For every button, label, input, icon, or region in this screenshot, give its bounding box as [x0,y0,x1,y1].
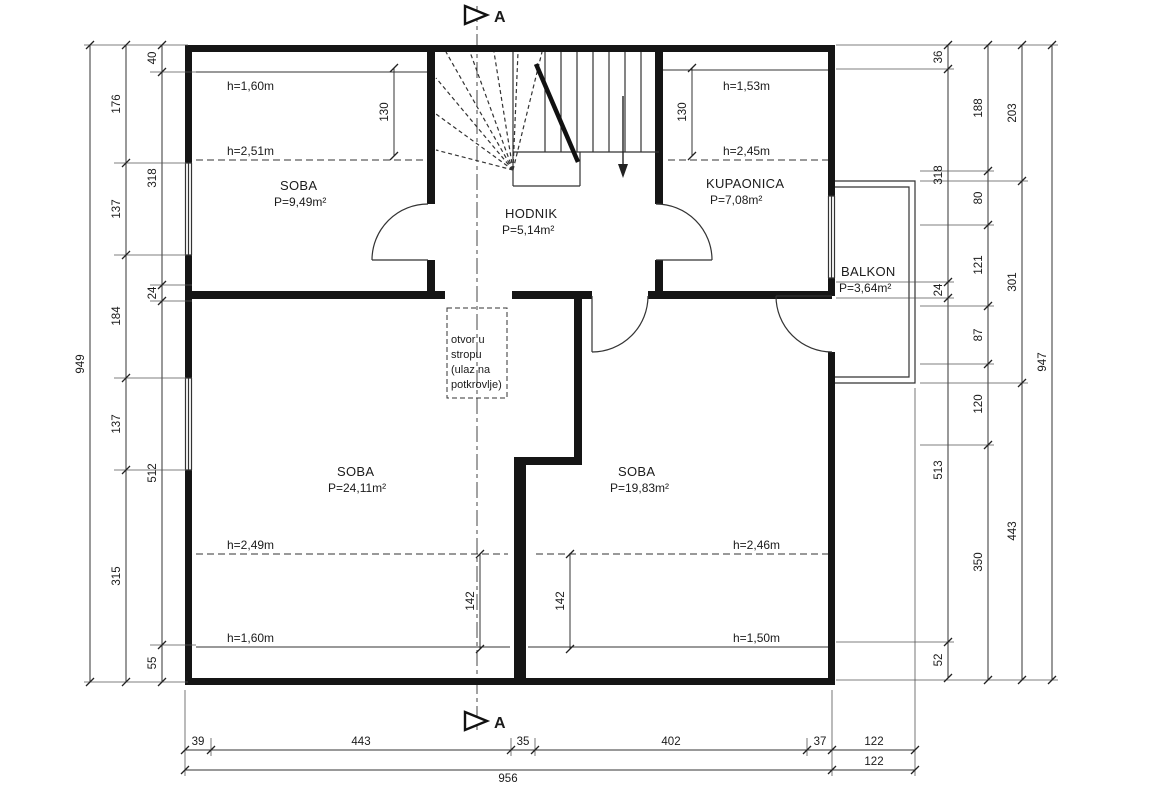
dim-right-mid-2: 121 [973,255,985,274]
attic-opening-box [446,307,508,399]
dim-left-inner-2: 24 [147,286,159,299]
dim-soba2-interior: 142 [465,591,477,610]
dim-left-inner-4: 55 [147,657,159,670]
dim-stair-left: 130 [379,102,391,121]
dim-left-mid-4: 315 [111,566,123,585]
outer-walls-path [185,45,835,685]
dim-right-inner-4: 52 [933,654,945,667]
room-name-soba2: SOBA [337,464,374,479]
dimension-chain-lines [89,45,1053,771]
stair-winder-lines [435,51,543,171]
doors [371,203,833,353]
stairs [435,51,659,187]
dim-right-inner-0: 36 [933,51,945,64]
dim-stair-right: 130 [677,102,689,121]
dim-right-mid-5: 350 [973,552,985,571]
dim-left-total: 949 [75,354,87,373]
dim-right-inner-1: 318 [933,165,945,184]
attic-note-line1: otvor u [451,334,485,346]
dim-bottom-balcony: 122 [864,756,883,768]
dim-bottom-total: 956 [498,773,517,785]
dim-left-inner-1: 318 [147,168,159,187]
height-soba1-knee: h=1,60m [227,79,274,93]
dim-right-outer-1: 301 [1007,272,1019,291]
dim-left-inner-0: 40 [147,52,159,65]
dim-left-mid-3: 137 [111,414,123,433]
room-name-soba3: SOBA [618,464,655,479]
height-dashed-lines [196,159,828,555]
interior-walls-path [192,48,832,465]
dim-bottom-4: 37 [814,736,827,748]
section-marker-top-icon [463,4,491,26]
height-soba2-knee: h=1,60m [227,631,274,645]
dim-soba3-interior: 142 [555,591,567,610]
dim-bottom-1: 443 [351,736,370,748]
section-marker-bottom-icon [463,710,491,732]
stair-direction-arrow-icon [618,164,628,178]
attic-opening-note: otvor u stropu (ulaz na potkrovlje) [446,307,508,399]
windows [184,162,836,471]
door-arcs [371,203,833,353]
dim-left-inner-3: 512 [147,463,159,482]
dim-right-inner-3: 513 [933,460,945,479]
attic-note-line4: potkrovlje) [451,379,502,391]
extension-lines [84,44,1058,776]
attic-note-line3: (ulaz na [451,364,491,376]
height-labels: h=1,60m h=2,51m h=1,53m h=2,45m h=2,49m … [227,79,780,645]
dim-bottom-5: 122 [864,736,883,748]
dim-bottom-2: 35 [517,736,530,748]
room-area-hodnik: P=5,14m² [502,223,554,237]
height-kupaonica-main: h=2,45m [723,144,770,158]
attic-note-line2: stropu [451,349,482,361]
dim-right-total: 947 [1037,352,1049,371]
dim-bottom-3: 402 [661,736,680,748]
dimension-labels: 949 176 137 184 137 315 40 318 24 512 55… [75,51,1049,785]
height-soba3-main: h=2,46m [733,538,780,552]
dim-right-mid-1: 80 [973,192,985,205]
dim-bottom-0: 39 [192,736,205,748]
room-area-balkon: P=3,64m² [839,281,891,295]
stair-treads [512,52,659,187]
outer-walls [185,45,835,685]
dim-right-inner-2: 24 [933,283,945,296]
height-soba2-main: h=2,49m [227,538,274,552]
room-name-kupaonica: KUPAONICA [706,176,784,191]
dim-left-mid-1: 137 [111,199,123,218]
dim-right-mid-3: 87 [973,329,985,342]
height-lines [196,69,828,648]
knee-wall-lines [196,69,828,648]
dim-right-outer-0: 203 [1007,103,1019,122]
height-soba1-main: h=2,51m [227,144,274,158]
room-name-soba1: SOBA [280,178,317,193]
dim-left-mid-0: 176 [111,94,123,113]
dimension-lines [84,40,1058,776]
room-name-hodnik: HODNIK [505,206,557,221]
dim-right-mid-4: 120 [973,394,985,413]
room-area-soba2: P=24,11m² [328,481,386,495]
room-area-soba3: P=19,83m² [610,481,669,495]
room-area-kupaonica: P=7,08m² [710,193,762,207]
stair-cut-line [533,63,581,163]
dimension-ticks [85,40,1057,775]
section-label-bottom: A [494,715,506,732]
dim-right-mid-0: 188 [973,98,985,117]
interior-walls [192,48,832,680]
height-kupaonica-knee: h=1,53m [723,79,770,93]
dim-left-mid-2: 184 [111,306,123,326]
height-soba3-knee: h=1,50m [733,631,780,645]
section-label-top: A [494,9,506,26]
dim-right-outer-2: 443 [1007,521,1019,540]
room-area-soba1: P=9,49m² [274,195,326,209]
room-name-balkon: BALKON [841,264,896,279]
room-labels: SOBA P=9,49m² HODNIK P=5,14m² KUPAONICA … [274,176,896,495]
window-glazing-lines [184,162,836,471]
